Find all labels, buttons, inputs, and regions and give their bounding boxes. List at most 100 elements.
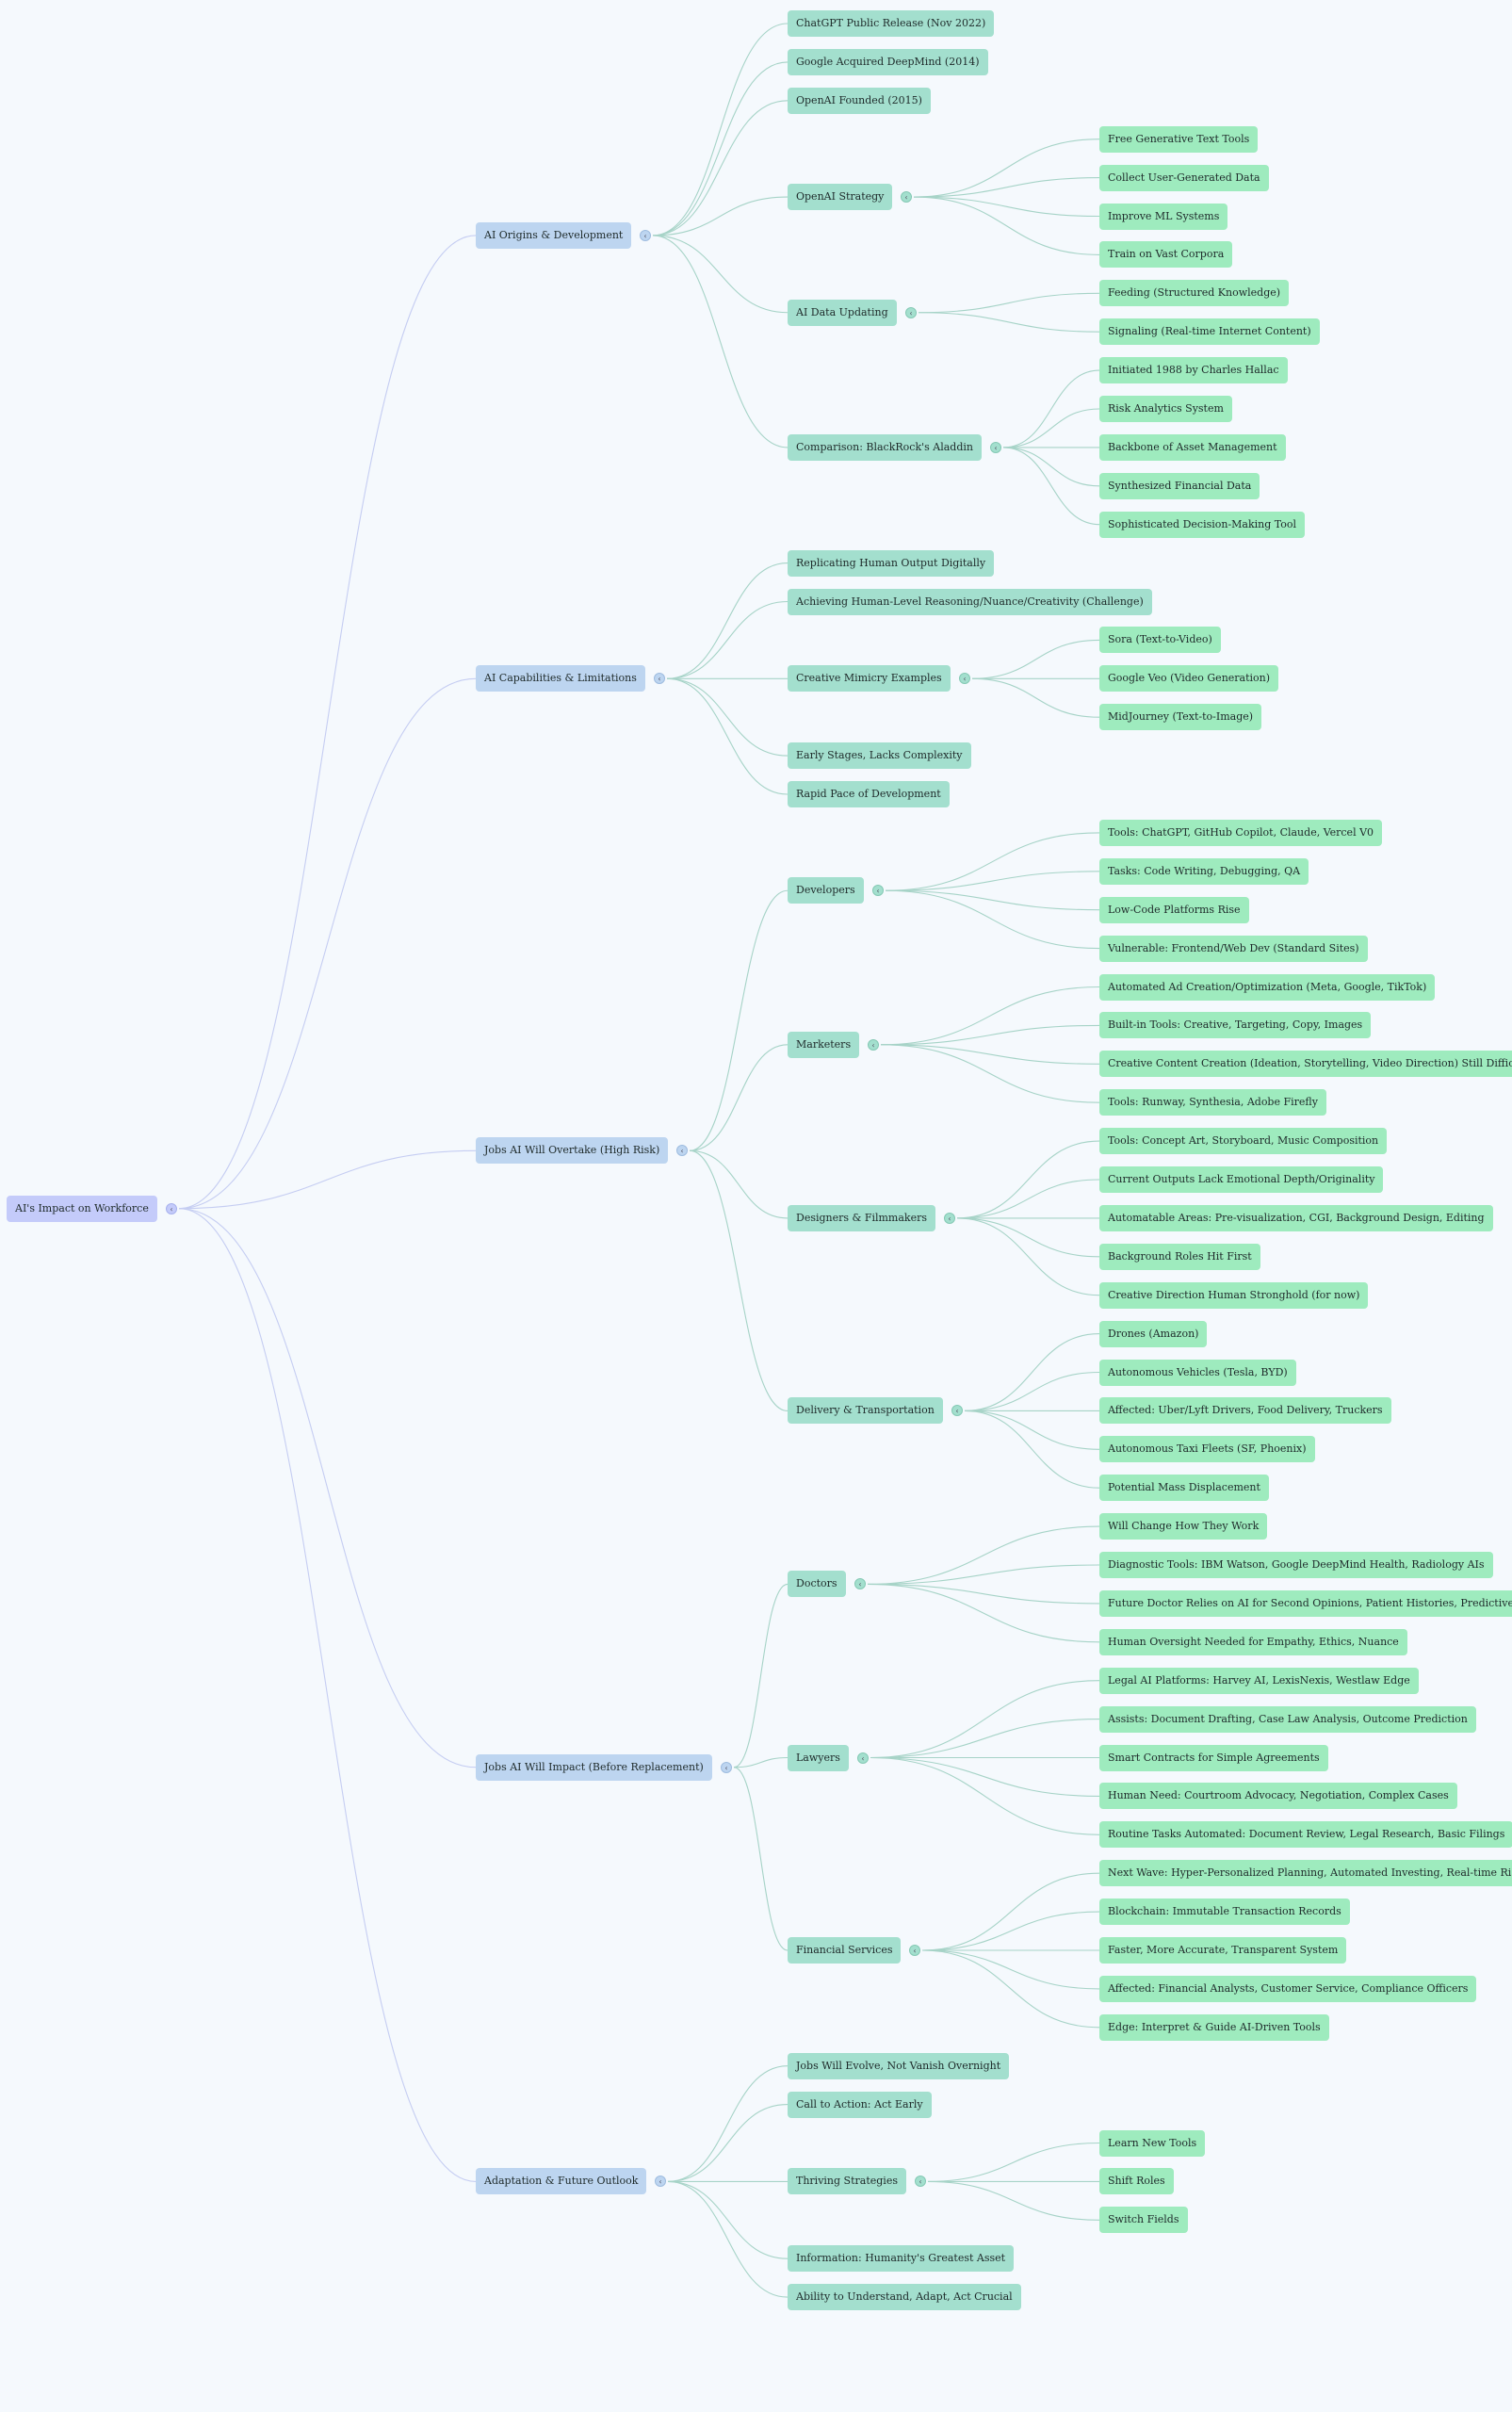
node-drones-amazon[interactable]: Drones (Amazon) xyxy=(1099,1320,1208,1347)
node-sophisticated-decision-making-tool[interactable]: Sophisticated Decision-Making Tool xyxy=(1099,511,1306,538)
node-faster-more-accurate-transparent-system[interactable]: Faster, More Accurate, Transparent Syste… xyxy=(1099,1937,1347,1964)
node-information-humanity-s-greatest-asset[interactable]: Information: Humanity's Greatest Asset xyxy=(788,2245,1015,2273)
edge-rapid-pace-of-development xyxy=(666,677,789,795)
node-openai-strategy[interactable]: OpenAI Strategy xyxy=(788,184,893,211)
node-sora-text-to-video[interactable]: Sora (Text-to-Video) xyxy=(1099,627,1221,654)
collapse-toggle-icon[interactable]: ‹ xyxy=(854,1578,866,1590)
node-future-doctor-relies-on-ai-for-second-opinions-patient-histories-predictive-care[interactable]: Future Doctor Relies on AI for Second Op… xyxy=(1099,1589,1512,1617)
collapse-toggle-icon[interactable]: ‹ xyxy=(909,1945,920,1956)
node-ai-origins-development[interactable]: AI Origins & Development xyxy=(476,221,632,249)
node-smart-contracts-for-simple-agreements[interactable]: Smart Contracts for Simple Agreements xyxy=(1099,1744,1328,1771)
collapse-toggle-icon[interactable]: ‹ xyxy=(640,229,651,241)
collapse-toggle-icon[interactable]: ‹ xyxy=(868,1038,879,1051)
node-adaptation-future-outlook[interactable]: Adaptation & Future Outlook xyxy=(476,2168,647,2195)
node-autonomous-vehicles-tesla-byd[interactable]: Autonomous Vehicles (Tesla, BYD) xyxy=(1099,1359,1296,1386)
node-ai-data-updating[interactable]: AI Data Updating xyxy=(788,299,897,326)
node-feeding-structured-knowledge[interactable]: Feeding (Structured Knowledge) xyxy=(1099,280,1290,307)
node-automatable-areas-pre-visualization-cgi-background-design-editing[interactable]: Automatable Areas: Pre-visualization, CG… xyxy=(1099,1204,1493,1231)
edge-low-code-platforms-rise xyxy=(885,889,1100,911)
node-tasks-code-writing-debugging-qa[interactable]: Tasks: Code Writing, Debugging, QA xyxy=(1099,857,1309,885)
collapse-toggle-icon[interactable]: ‹ xyxy=(655,2176,666,2188)
node-diagnostic-tools-ibm-watson-google-deepmind-health-radiology-ais[interactable]: Diagnostic Tools: IBM Watson, Google Dee… xyxy=(1099,1552,1493,1578)
node-financial-services[interactable]: Financial Services xyxy=(788,1937,902,1964)
collapse-toggle-icon[interactable]: ‹ xyxy=(915,2176,926,2188)
node-human-need-courtroom-advocacy-negotiation-complex-cases[interactable]: Human Need: Courtroom Advocacy, Negotiat… xyxy=(1099,1783,1457,1810)
node-human-oversight-needed-for-empathy-ethics-nuance[interactable]: Human Oversight Needed for Empathy, Ethi… xyxy=(1099,1628,1407,1655)
node-current-outputs-lack-emotional-depth-originality[interactable]: Current Outputs Lack Emotional Depth/Ori… xyxy=(1099,1166,1384,1193)
node-google-acquired-deepmind-2014[interactable]: Google Acquired DeepMind (2014) xyxy=(788,48,988,75)
collapse-toggle-icon[interactable]: ‹ xyxy=(959,673,970,685)
node-signaling-real-time-internet-content[interactable]: Signaling (Real-time Internet Content) xyxy=(1099,318,1320,346)
node-background-roles-hit-first[interactable]: Background Roles Hit First xyxy=(1099,1243,1260,1270)
node-replicating-human-output-digitally[interactable]: Replicating Human Output Digitally xyxy=(788,549,995,577)
node-edge-interpret-guide-ai-driven-tools[interactable]: Edge: Interpret & Guide AI-Driven Tools xyxy=(1099,2013,1329,2041)
collapse-toggle-icon[interactable]: ‹ xyxy=(676,1145,688,1157)
node-assists-document-drafting-case-law-analysis-outcome-prediction[interactable]: Assists: Document Drafting, Case Law Ana… xyxy=(1099,1705,1476,1733)
node-creative-direction-human-stronghold-for-now[interactable]: Creative Direction Human Stronghold (for… xyxy=(1099,1281,1369,1309)
collapse-toggle-icon[interactable]: ‹ xyxy=(857,1752,869,1764)
node-vulnerable-frontend-web-dev-standard-sites[interactable]: Vulnerable: Frontend/Web Dev (Standard S… xyxy=(1099,935,1368,962)
node-jobs-will-evolve-not-vanish-overnight[interactable]: Jobs Will Evolve, Not Vanish Overnight xyxy=(788,2052,1010,2079)
node-initiated-1988-by-charles-hallac[interactable]: Initiated 1988 by Charles Hallac xyxy=(1099,357,1288,384)
collapse-toggle-icon[interactable]: ‹ xyxy=(990,441,1001,453)
node-blockchain-immutable-transaction-records[interactable]: Blockchain: Immutable Transaction Record… xyxy=(1099,1899,1350,1926)
node-ai-capabilities-limitations[interactable]: AI Capabilities & Limitations xyxy=(476,665,645,693)
node-switch-fields[interactable]: Switch Fields xyxy=(1099,2207,1188,2234)
node-affected-financial-analysts-customer-service-compliance-officers[interactable]: Affected: Financial Analysts, Customer S… xyxy=(1099,1975,1477,2002)
node-tools-runway-synthesia-adobe-firefly[interactable]: Tools: Runway, Synthesia, Adobe Firefly xyxy=(1099,1089,1326,1116)
node-collect-user-generated-data[interactable]: Collect User-Generated Data xyxy=(1099,164,1269,191)
node-openai-founded-2015[interactable]: OpenAI Founded (2015) xyxy=(788,87,931,114)
node-designers-filmmakers[interactable]: Designers & Filmmakers xyxy=(788,1204,935,1231)
node-built-in-tools-creative-targeting-copy-images[interactable]: Built-in Tools: Creative, Targeting, Cop… xyxy=(1099,1012,1372,1039)
collapse-toggle-icon[interactable]: ‹ xyxy=(721,1761,732,1773)
node-will-change-how-they-work[interactable]: Will Change How They Work xyxy=(1099,1513,1268,1540)
collapse-toggle-icon[interactable]: ‹ xyxy=(654,673,665,685)
edge-ability-to-understand-adapt-act-crucial xyxy=(667,2180,789,2298)
node-rapid-pace-of-development[interactable]: Rapid Pace of Development xyxy=(788,781,950,807)
node-low-code-platforms-rise[interactable]: Low-Code Platforms Rise xyxy=(1099,896,1249,923)
node-creative-content-creation-ideation-storytelling-video-direction-still-difficult[interactable]: Creative Content Creation (Ideation, Sto… xyxy=(1099,1051,1512,1078)
node-shift-roles[interactable]: Shift Roles xyxy=(1099,2168,1174,2195)
collapse-toggle-icon[interactable]: ‹ xyxy=(901,191,912,204)
node-ability-to-understand-adapt-act-crucial[interactable]: Ability to Understand, Adapt, Act Crucia… xyxy=(788,2284,1021,2311)
node-tools-concept-art-storyboard-music-composition[interactable]: Tools: Concept Art, Storyboard, Music Co… xyxy=(1099,1128,1388,1155)
node-delivery-transportation[interactable]: Delivery & Transportation xyxy=(788,1397,943,1425)
node-automated-ad-creation-optimization-meta-google-tiktok[interactable]: Automated Ad Creation/Optimization (Meta… xyxy=(1099,973,1436,1001)
node-learn-new-tools[interactable]: Learn New Tools xyxy=(1099,2129,1206,2157)
node-midjourney-text-to-image[interactable]: MidJourney (Text-to-Image) xyxy=(1099,704,1262,731)
node-tools-chatgpt-github-copilot-claude-vercel-v0[interactable]: Tools: ChatGPT, GitHub Copilot, Claude, … xyxy=(1099,819,1383,846)
collapse-toggle-icon[interactable]: ‹ xyxy=(944,1212,955,1224)
node-thriving-strategies[interactable]: Thriving Strategies xyxy=(788,2168,906,2195)
node-train-on-vast-corpora[interactable]: Train on Vast Corpora xyxy=(1099,241,1233,269)
node-free-generative-text-tools[interactable]: Free Generative Text Tools xyxy=(1099,125,1259,153)
node-backbone-of-asset-management[interactable]: Backbone of Asset Management xyxy=(1099,433,1286,461)
node-routine-tasks-automated-document-review-legal-research-basic-filings[interactable]: Routine Tasks Automated: Document Review… xyxy=(1099,1821,1512,1849)
node-jobs-ai-will-overtake-high-risk[interactable]: Jobs AI Will Overtake (High Risk) xyxy=(476,1137,669,1165)
node-autonomous-taxi-fleets-sf-phoenix[interactable]: Autonomous Taxi Fleets (SF, Phoenix) xyxy=(1099,1436,1315,1463)
collapse-toggle-icon[interactable]: ‹ xyxy=(872,885,884,897)
node-legal-ai-platforms-harvey-ai-lexisnexis-westlaw-edge[interactable]: Legal AI Platforms: Harvey AI, LexisNexi… xyxy=(1099,1667,1419,1694)
edge-future-doctor-relies-on-ai-for-second-opinions-patient-histories-predictive-care xyxy=(867,1583,1100,1605)
collapse-toggle-icon[interactable]: ‹ xyxy=(951,1405,963,1417)
node-potential-mass-displacement[interactable]: Potential Mass Displacement xyxy=(1099,1475,1269,1502)
node-creative-mimicry-examples[interactable]: Creative Mimicry Examples xyxy=(788,665,951,693)
node-comparison-blackrock-s-aladdin[interactable]: Comparison: BlackRock's Aladdin xyxy=(788,433,982,461)
node-call-to-action-act-early[interactable]: Call to Action: Act Early xyxy=(788,2091,932,2118)
node-marketers[interactable]: Marketers xyxy=(788,1031,860,1058)
node-lawyers[interactable]: Lawyers xyxy=(788,1744,849,1771)
collapse-toggle-icon[interactable]: ‹ xyxy=(166,1202,177,1214)
node-early-stages-lacks-complexity[interactable]: Early Stages, Lacks Complexity xyxy=(788,742,971,770)
node-achieving-human-level-reasoning-nuance-creativity-challenge[interactable]: Achieving Human-Level Reasoning/Nuance/C… xyxy=(788,588,1152,615)
node-doctors[interactable]: Doctors xyxy=(788,1571,846,1598)
node-improve-ml-systems[interactable]: Improve ML Systems xyxy=(1099,203,1228,230)
node-jobs-ai-will-impact-before-replacement[interactable]: Jobs AI Will Impact (Before Replacement) xyxy=(476,1753,712,1781)
collapse-toggle-icon[interactable]: ‹ xyxy=(905,306,917,318)
node-google-veo-video-generation[interactable]: Google Veo (Video Generation) xyxy=(1099,665,1279,693)
node-risk-analytics-system[interactable]: Risk Analytics System xyxy=(1099,396,1232,422)
node-developers[interactable]: Developers xyxy=(788,877,864,904)
node-synthesized-financial-data[interactable]: Synthesized Financial Data xyxy=(1099,472,1260,499)
node-ai-s-impact-on-workforce[interactable]: AI's Impact on Workforce xyxy=(7,1195,157,1222)
node-affected-uber-lyft-drivers-food-delivery-truckers[interactable]: Affected: Uber/Lyft Drivers, Food Delive… xyxy=(1099,1397,1391,1425)
node-next-wave-hyper-personalized-planning-automated-investing-real-time-risk-analysis[interactable]: Next Wave: Hyper-Personalized Planning, … xyxy=(1099,1860,1512,1887)
node-chatgpt-public-release-nov-2022[interactable]: ChatGPT Public Release (Nov 2022) xyxy=(788,10,995,37)
